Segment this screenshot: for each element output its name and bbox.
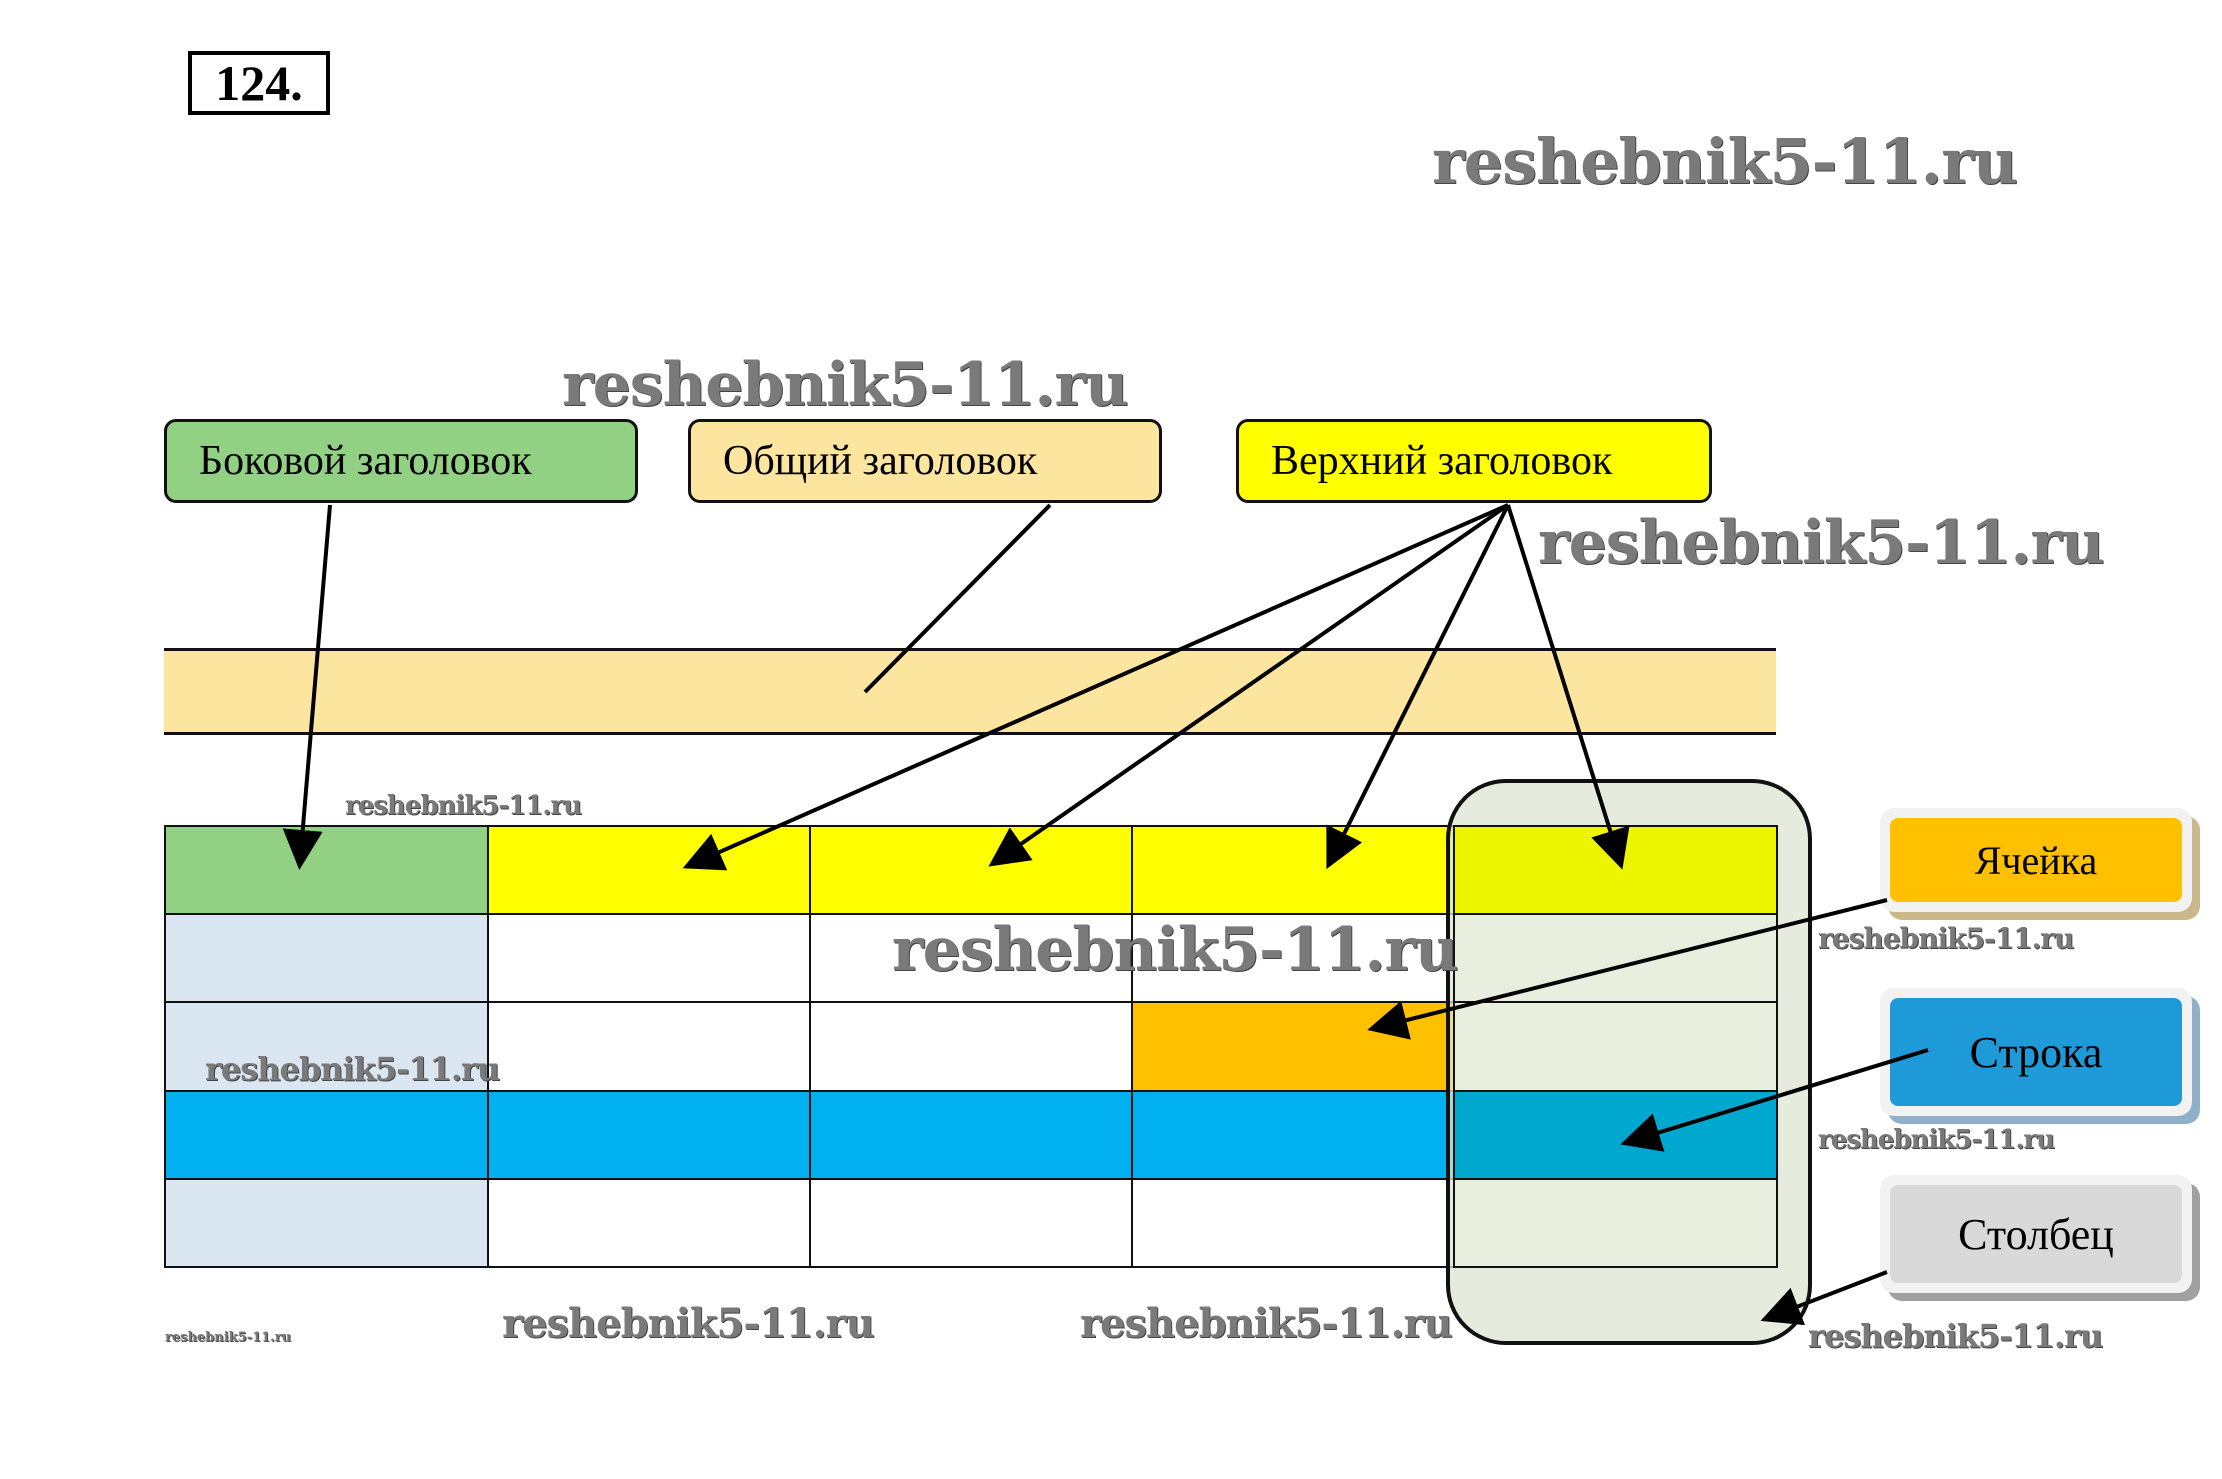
table-cell xyxy=(1131,1178,1455,1268)
row-label-box: Строка xyxy=(1880,988,2192,1116)
arrow-top-2 xyxy=(988,503,1510,867)
arrow-column xyxy=(1760,1270,1888,1326)
column-label-box: Столбец xyxy=(1880,1175,2192,1293)
column-label: Столбец xyxy=(1890,1185,2182,1283)
watermark: reshebnik5-11.ru xyxy=(1818,922,2074,955)
table-cell xyxy=(164,1178,489,1268)
row-label: Строка xyxy=(1890,998,2182,1106)
watermark: reshebnik5-11.ru xyxy=(165,1330,292,1345)
task-number: 124. xyxy=(188,51,330,115)
watermark: reshebnik5-11.ru xyxy=(1080,1300,1453,1347)
arrow-row xyxy=(1620,1048,1929,1152)
watermark: reshebnik5-11.ru xyxy=(892,915,1459,985)
column-cell xyxy=(1453,913,1778,1003)
arrow-cell xyxy=(1367,898,1888,1040)
table-cell xyxy=(487,913,811,1003)
line-general-header xyxy=(863,503,1052,694)
cell-label: Ячейка xyxy=(1890,818,2182,902)
table-cell xyxy=(809,825,1133,915)
table-cell xyxy=(809,1001,1133,1092)
column-cell xyxy=(1453,1178,1778,1268)
table-cell xyxy=(164,825,489,915)
arrow-top-3 xyxy=(1326,504,1510,870)
general-header-label: Общий заголовок xyxy=(688,419,1162,503)
cell-label-box: Ячейка xyxy=(1880,808,2192,912)
watermark: reshebnik5-11.ru xyxy=(1818,1125,2055,1155)
watermark: reshebnik5-11.ru xyxy=(1808,1317,2103,1355)
general-header-band xyxy=(164,648,1776,735)
arrow-side-header xyxy=(282,504,332,870)
watermark: reshebnik5-11.ru xyxy=(1538,508,2105,578)
side-header-label: Боковой заголовок xyxy=(164,419,638,503)
table-cell xyxy=(809,1178,1133,1268)
watermark: reshebnik5-11.ru xyxy=(1432,125,2018,198)
table-cell xyxy=(164,1001,489,1092)
watermark: reshebnik5-11.ru xyxy=(345,791,582,821)
table-cell xyxy=(1131,913,1455,1003)
table-cell xyxy=(1131,825,1455,915)
watermark: reshebnik5-11.ru xyxy=(562,350,1129,420)
arrow-top-1 xyxy=(682,503,1509,871)
watermark: reshebnik5-11.ru xyxy=(205,1050,500,1088)
arrow-top-4 xyxy=(1506,504,1630,870)
watermark: reshebnik5-11.ru xyxy=(502,1300,875,1347)
column-cell xyxy=(1453,1090,1778,1180)
top-header-label: Верхний заголовок xyxy=(1236,419,1712,503)
table-cell xyxy=(1131,1090,1455,1180)
table-cell xyxy=(487,1178,811,1268)
table-cell xyxy=(487,1001,811,1092)
